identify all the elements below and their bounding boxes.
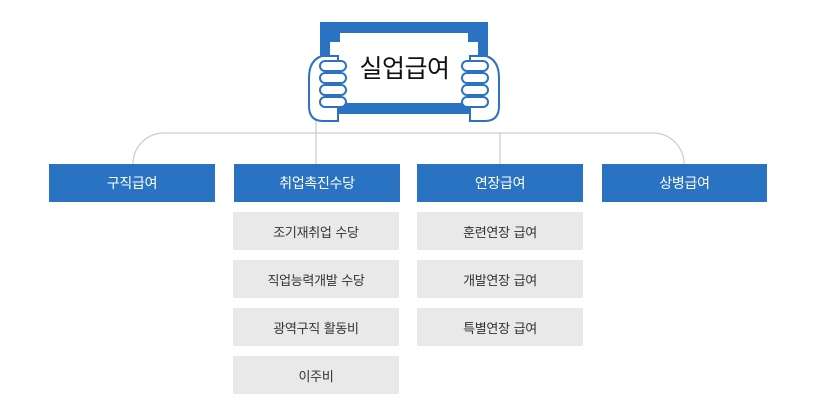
sub-item-special-extension: 특별연장 급여 xyxy=(417,308,583,346)
category-employment-promotion-allowance: 취업촉진수당 xyxy=(234,164,400,202)
root-title: 실업급여 xyxy=(359,54,450,83)
category-extended-benefits: 연장급여 xyxy=(417,164,583,202)
left-hand-icon xyxy=(308,55,347,122)
right-hand-icon xyxy=(461,55,500,122)
category-sickness-benefits: 상병급여 xyxy=(602,164,767,202)
certificate-held-by-hands-icon xyxy=(308,22,500,122)
sub-item-relocation: 이주비 xyxy=(233,356,399,394)
sub-item-wide-area-job-search: 광역구직 활동비 xyxy=(233,308,399,346)
sub-item-individual-extension: 개발연장 급여 xyxy=(417,260,583,298)
sub-item-training-extension: 훈련연장 급여 xyxy=(417,212,583,250)
sub-item-early-reemployment: 조기재취업 수당 xyxy=(233,212,399,250)
sub-item-vocational-development: 직업능력개발 수당 xyxy=(233,260,399,298)
category-job-seeking-allowance: 구직급여 xyxy=(49,164,215,202)
connector-lines xyxy=(132,116,685,165)
